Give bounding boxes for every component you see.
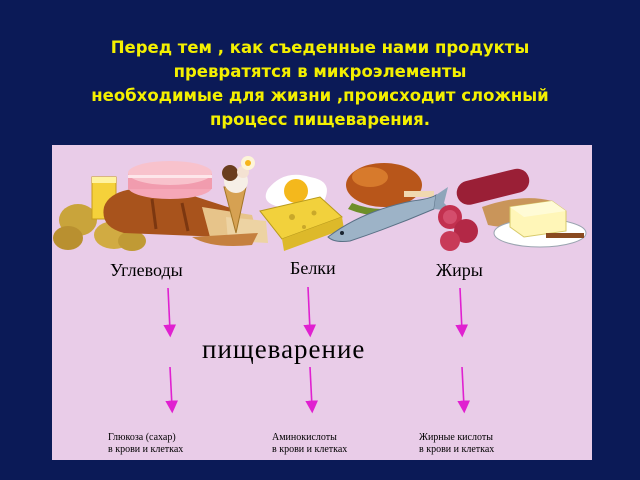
category-carbohydrates: Углеводы bbox=[110, 260, 183, 280]
bread-image bbox=[103, 187, 268, 246]
title-line-2: превратятся в микроэлементы bbox=[173, 62, 467, 81]
result-glucose-line2: в крови и клетках bbox=[108, 444, 184, 455]
result-amino-line2: в крови и клетках bbox=[272, 444, 348, 455]
category-proteins: Белки bbox=[290, 258, 336, 278]
category-fats: Жиры bbox=[436, 260, 483, 280]
result-fatty-line2: в крови и клетках bbox=[419, 444, 495, 455]
result-glucose: Глюкоза (сахар) в крови и клетках bbox=[108, 432, 183, 456]
title-line-3: необходимые для жизни ,происходит сложны… bbox=[91, 86, 549, 105]
food-illustration bbox=[53, 156, 587, 251]
arrow-proteins-to-digestion bbox=[303, 286, 317, 338]
arrow-carbs-to-digestion bbox=[163, 287, 177, 338]
cheese-image bbox=[259, 196, 344, 251]
arrow-digestion-to-glucose bbox=[165, 366, 179, 414]
ice-cream-image bbox=[222, 156, 255, 234]
fish-image bbox=[327, 187, 452, 242]
diagram-panel: Углеводы Белки Жиры пищеварение Глюкоза … bbox=[52, 145, 592, 460]
result-glucose-line1: Глюкоза (сахар) bbox=[108, 432, 176, 443]
result-fatty-acids: Жирные кислоты в крови и клетках bbox=[419, 432, 494, 456]
arrow-fats-to-digestion bbox=[455, 287, 469, 338]
digestion-label: пищеварение bbox=[202, 334, 366, 364]
butter-image bbox=[493, 200, 587, 248]
slide-title: Перед тем , как съеденные нами продукты … bbox=[0, 36, 640, 132]
arrow-digestion-to-amino bbox=[305, 366, 319, 414]
arrow-digestion-to-fatty bbox=[457, 366, 471, 414]
result-amino-acids: Аминокислоты в крови и клетках bbox=[272, 432, 347, 456]
cake-image bbox=[128, 161, 212, 199]
result-amino-line1: Аминокислоты bbox=[272, 432, 337, 443]
sausage-image bbox=[438, 168, 530, 251]
roast-chicken-image bbox=[346, 163, 434, 216]
title-line-4: процесс пищеварения. bbox=[209, 110, 431, 129]
result-fatty-line1: Жирные кислоты bbox=[419, 432, 493, 443]
flow-arrows bbox=[163, 286, 471, 414]
title-line-1: Перед тем , как съеденные нами продукты bbox=[110, 38, 530, 57]
